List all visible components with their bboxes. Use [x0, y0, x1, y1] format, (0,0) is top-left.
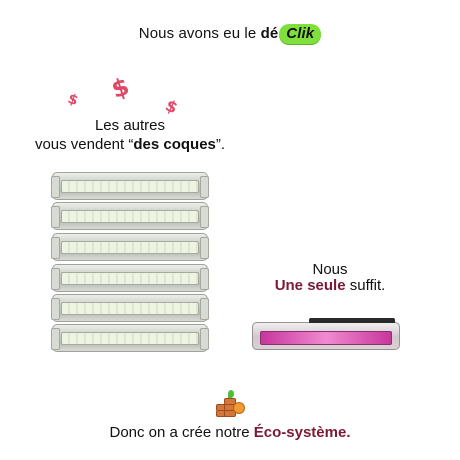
right-caption-line1: Nous: [312, 261, 348, 278]
left-caption: Les autres vous vendent “des coques”.: [30, 116, 230, 154]
left-caption-line2: vous vendent “des coques”.: [30, 135, 230, 154]
case-inner: [260, 331, 392, 345]
brand-de: dé: [260, 25, 279, 42]
footer-eco: Éco-système.: [253, 424, 351, 441]
phone-case: [51, 172, 209, 200]
right-caption-line2: Une seule suffit.: [270, 278, 390, 294]
right-caption-suffix: suffit.: [345, 277, 386, 294]
left-caption-suffix: ”.: [215, 136, 226, 153]
left-caption-bold: des coques: [133, 136, 216, 153]
phone-case: [51, 233, 209, 261]
left-caption-prefix: vous vendent “: [34, 136, 134, 153]
left-caption-line1: Les autres: [94, 117, 166, 134]
dollar-icon: $: [65, 90, 81, 110]
stacked-cases-image: [51, 172, 209, 354]
phone-case: [51, 264, 209, 292]
right-caption: Nous Une seule suffit.: [270, 262, 390, 294]
footer-prefix: Donc on a crée notre: [109, 424, 254, 441]
right-caption-bold: Une seule: [274, 277, 346, 294]
coins-sprout-icon: [212, 390, 248, 418]
brand-clik-logo: Clik: [279, 24, 322, 44]
header-text: Nous avons eu le: [138, 25, 261, 42]
single-case-image: [252, 318, 400, 350]
phone-case: [51, 324, 209, 352]
phone-case: [51, 202, 209, 230]
footer-text: Donc on a crée notre Éco-système.: [0, 424, 460, 441]
dollar-icon: $: [162, 95, 181, 118]
phone-edge: [309, 318, 395, 323]
dollar-icon: $: [108, 72, 133, 104]
phone-case: [51, 294, 209, 322]
